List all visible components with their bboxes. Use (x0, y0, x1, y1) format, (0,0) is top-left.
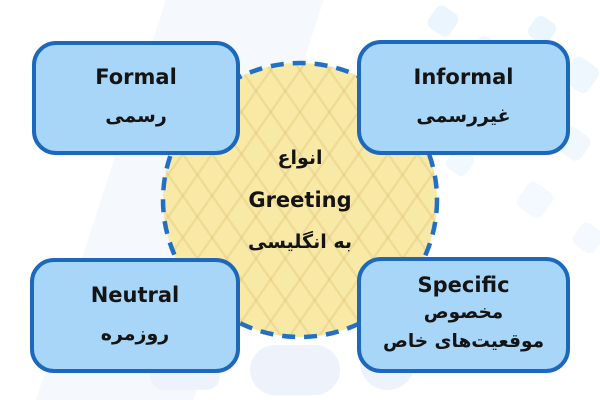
center-title-line3: به انگلیسی (247, 231, 353, 253)
watermark-tile (569, 219, 600, 257)
node-informal-label-fa: غیررسمی (416, 104, 511, 127)
watermark-glyph (250, 345, 340, 395)
center-title-line2: Greeting (248, 188, 352, 212)
node-formal-box: Formal رسمی (32, 41, 240, 155)
watermark-tile (514, 179, 556, 221)
node-neutral-label-en: Neutral (90, 282, 180, 307)
node-specific-label-en: Specific (417, 273, 510, 298)
node-specific-label-fa: مخصوص موقعیت‌های خاص (382, 302, 545, 352)
node-informal-box: Informal غیررسمی (357, 40, 570, 155)
node-informal-label-en: Informal (413, 64, 514, 89)
node-neutral-label-fa: روزمره (100, 322, 170, 345)
node-formal-label-fa: رسمی (105, 105, 167, 128)
center-title-line1: انواع (277, 147, 323, 169)
node-neutral-box: Neutral روزمره (30, 258, 240, 373)
watermark-tile (424, 2, 462, 40)
node-specific-box: Specific مخصوص موقعیت‌های خاص (357, 257, 570, 373)
node-formal-label-en: Formal (95, 65, 177, 90)
